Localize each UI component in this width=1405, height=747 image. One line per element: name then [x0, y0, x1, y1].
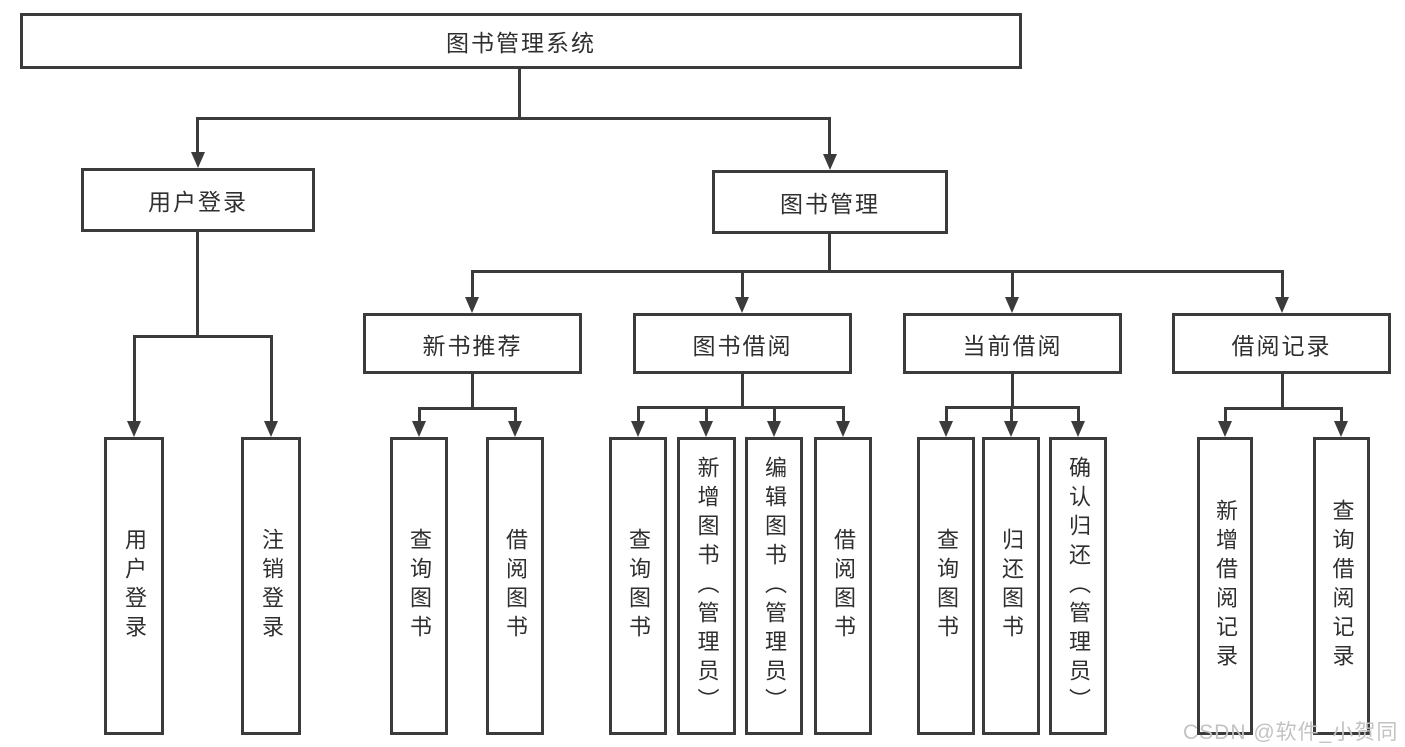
connector-leaf-drop: [418, 407, 421, 421]
connector-leaf-drop: [945, 406, 948, 421]
node-book-mgmt: 图书管理: [712, 170, 948, 234]
arrow-down-icon: [767, 421, 781, 437]
connector-mgmt-branch: [471, 270, 1283, 273]
connector-recommend-branch: [418, 407, 516, 410]
connector-level3-drop: [1011, 270, 1014, 297]
arrow-down-icon: [631, 421, 645, 437]
connector-recommend-stem: [471, 374, 474, 407]
connector-leaf-drop: [514, 407, 517, 421]
arrow-down-icon: [836, 421, 850, 437]
arrow-down-icon: [735, 297, 749, 313]
connector-leaf-drop: [705, 406, 708, 421]
connector-leaf-drop: [133, 335, 136, 421]
connector-leaf-drop: [842, 406, 845, 421]
connector-current-stem: [1011, 374, 1014, 406]
leaf-borrow-books: 借阅图书: [814, 437, 872, 735]
csdn-watermark: CSDN @软件_小贺同学: [1183, 721, 1399, 744]
arrow-down-icon: [127, 421, 141, 437]
connector-user-login-drop: [196, 117, 199, 152]
arrow-down-icon: [508, 421, 522, 437]
arrow-down-icon: [1004, 421, 1018, 437]
connector-borrow-stem: [741, 374, 744, 406]
connector-leaf-drop: [637, 406, 640, 421]
connector-leaf-drop: [1224, 407, 1227, 421]
leaf-return-books: 归还图书: [982, 437, 1040, 735]
connector-mgmt-stem: [828, 234, 831, 270]
connector-user-branch: [133, 335, 272, 338]
connector-leaf-drop: [270, 335, 273, 421]
leaf-confirm-return-admin: 确认归还（管理员）: [1049, 437, 1107, 735]
connector-leaf-drop: [1340, 407, 1343, 421]
connector-level3-drop: [471, 270, 474, 297]
connector-borrow-branch: [637, 406, 844, 409]
connector-leaf-drop: [1077, 406, 1080, 421]
arrow-down-icon: [699, 421, 713, 437]
leaf-user-login: 用户登录: [104, 437, 164, 735]
connector-level3-drop: [1281, 270, 1284, 297]
connector-root-stem: [518, 69, 521, 117]
connector-record-branch: [1224, 407, 1342, 410]
leaf-borrow-books-recommend: 借阅图书: [486, 437, 544, 735]
node-root: 图书管理系统: [20, 13, 1022, 69]
connector-leaf-drop: [1010, 406, 1013, 421]
arrow-down-icon: [191, 152, 205, 168]
arrow-down-icon: [823, 154, 837, 170]
node-book-borrow: 图书借阅: [633, 313, 852, 374]
arrow-down-icon: [939, 421, 953, 437]
node-borrow-record: 借阅记录: [1172, 313, 1391, 374]
leaf-edit-books-admin: 编辑图书（管理员）: [745, 437, 803, 735]
arrow-down-icon: [1071, 421, 1085, 437]
connector-book-mgmt-drop: [828, 117, 831, 154]
arrow-down-icon: [1334, 421, 1348, 437]
leaf-query-books-recommend: 查询图书: [390, 437, 448, 735]
arrow-down-icon: [1218, 421, 1232, 437]
arrow-down-icon: [465, 297, 479, 313]
connector-record-stem: [1281, 374, 1284, 407]
leaf-add-borrow-record: 新增借阅记录: [1197, 437, 1253, 735]
arrow-down-icon: [1005, 297, 1019, 313]
node-new-book-recommend: 新书推荐: [363, 313, 582, 374]
leaf-query-borrow-record: 查询借阅记录: [1313, 437, 1370, 735]
leaf-query-books-current: 查询图书: [917, 437, 975, 735]
connector-level3-drop: [741, 270, 744, 297]
arrow-down-icon: [264, 421, 278, 437]
leaf-query-books-borrow: 查询图书: [609, 437, 667, 735]
connector-leaf-drop: [773, 406, 776, 421]
connector-user-stem: [196, 232, 199, 335]
node-user-login: 用户登录: [81, 168, 315, 232]
leaf-add-books-admin: 新增图书（管理员）: [677, 437, 736, 735]
node-current-borrow: 当前借阅: [903, 313, 1122, 374]
arrow-down-icon: [1275, 297, 1289, 313]
leaf-logout: 注销登录: [241, 437, 301, 735]
connector-root-branch: [197, 117, 831, 120]
arrow-down-icon: [412, 421, 426, 437]
